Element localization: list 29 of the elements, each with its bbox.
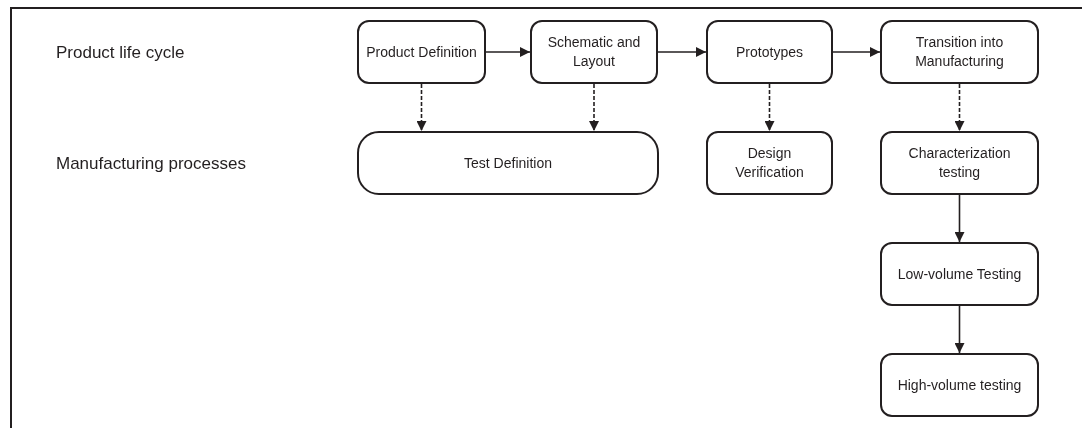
arrow <box>589 83 599 132</box>
box-label: Transition into Manufacturing <box>914 33 1005 71</box>
box-label: High-volume testing <box>897 375 1022 395</box>
box-label: Prototypes <box>736 42 803 62</box>
box-label: Schematic and Layout <box>546 33 642 71</box>
arrow <box>954 194 965 243</box>
process-box <box>880 353 1039 417</box>
box-label: Test Definition <box>464 153 552 173</box>
arrow <box>485 47 531 57</box>
process-box <box>706 20 833 84</box>
box-label: Design Verification <box>734 144 805 182</box>
process-box <box>530 20 658 84</box>
process-box <box>357 131 659 195</box>
process-box <box>357 20 486 84</box>
row-heading: Product life cycle <box>56 42 185 64</box>
arrow <box>657 47 707 57</box>
box-label: Characterization testing <box>907 144 1012 182</box>
process-box <box>880 131 1039 195</box>
row-heading: Manufacturing processes <box>56 153 246 175</box>
arrow <box>764 83 775 132</box>
box-label: Product Definition <box>366 42 477 62</box>
process-box <box>880 20 1039 84</box>
process-box <box>880 242 1039 306</box>
box-label: Low-volume Testing <box>897 264 1022 284</box>
arrow <box>954 305 965 354</box>
arrow <box>416 83 427 132</box>
process-box <box>706 131 833 195</box>
arrow <box>954 83 965 132</box>
arrow <box>832 47 881 57</box>
